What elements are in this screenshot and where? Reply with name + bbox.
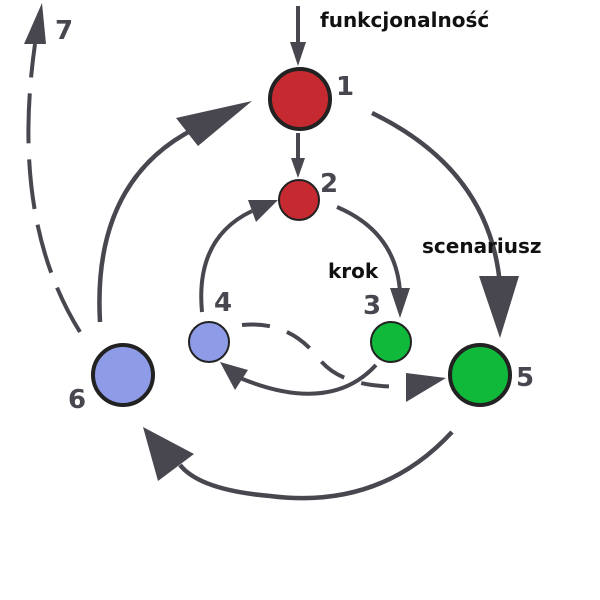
edge-6-7 [26,43,82,334]
edge-4-2 [199,209,253,313]
edge-4-5 [241,322,411,389]
edge-5-6 [178,430,454,501]
node-4[interactable] [188,321,230,363]
node-label-3: 3 [363,291,381,321]
label-scenariusz: scenariusz [422,234,542,258]
arrowhead-4-2 [248,200,278,222]
edge-1-5 [371,110,503,286]
arrowhead-4-5 [406,373,446,402]
node-label-1: 1 [336,72,354,102]
node-label-7: 7 [55,16,73,46]
edge-3-4 [239,363,378,396]
arrowhead-6-1 [176,101,252,146]
arrowhead-funkcjonalnosc-1 [290,42,306,66]
arrowhead-5-6 [143,427,194,481]
node-label-2: 2 [320,169,338,199]
edge-6-1 [97,125,198,323]
label-funkcjonalnosc: funkcjonalność [320,8,489,32]
node-1[interactable] [268,67,332,131]
node-6[interactable] [91,343,155,407]
arrowhead-1-5 [479,276,519,338]
arrowhead-3-4 [220,362,248,390]
arrowhead-2-3 [390,288,410,318]
arrowhead-1-2 [291,158,305,178]
label-krok: krok [328,259,379,283]
edge-2-3 [336,205,402,293]
arrowhead-6-7 [24,3,46,44]
node-label-5: 5 [516,363,534,393]
node-label-6: 6 [68,385,86,415]
node-3[interactable] [370,321,412,363]
node-2[interactable] [278,179,320,221]
node-5[interactable] [448,343,512,407]
node-label-4: 4 [214,288,232,318]
